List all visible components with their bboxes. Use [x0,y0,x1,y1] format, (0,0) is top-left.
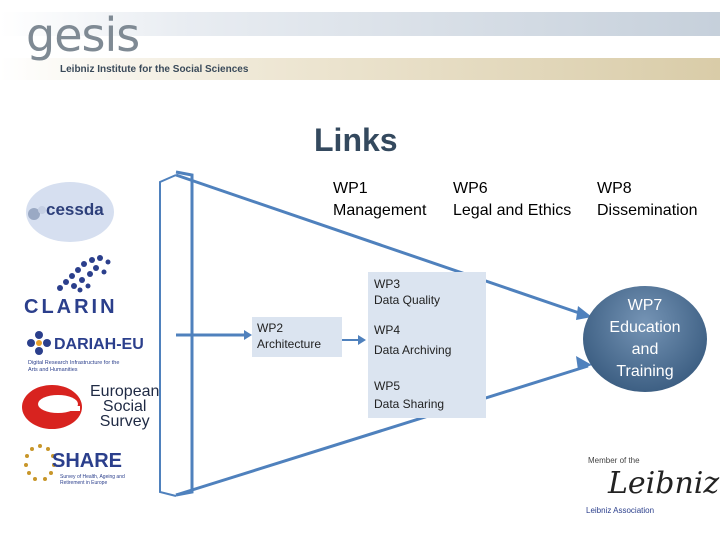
wp7-line1: Education [609,319,681,336]
arrowhead-wp2 [244,330,252,340]
wp7-line3: Training [616,363,674,380]
wp7-code: WP7 [627,297,663,314]
leibniz-signature: Leibniz [608,466,720,501]
share-logo: SHARE Survey of Health, Ageing and Retir… [20,440,140,496]
ess-line2: Social [102,398,147,415]
outer-bracket [159,174,177,497]
cessda-mark-icon [26,182,114,242]
wp5-block: WP5 Data Sharing [374,378,444,412]
wp6-name: Legal and Ethics [453,202,572,219]
arrowhead-wp4 [358,335,366,345]
header-band-top [0,12,720,36]
ess-line3: Survey [99,413,150,430]
dariah-subtitle: Digital Research Infrastructure for the … [28,360,120,373]
wp4-name: Data Archiving [374,343,452,357]
ess-logo: European Social Survey [20,382,168,432]
share-subtitle: Survey of Health, Ageing and Retirement … [60,474,125,486]
wp4-code: WP4 [374,323,401,337]
wp7-ellipse: WP7 Education and Training [583,286,707,392]
leibniz-member: Member of the [588,456,640,465]
leibniz-association: Leibniz Association [586,506,655,515]
wp8-name: Dissemination [597,202,698,219]
clarin-dots-icon [57,255,111,293]
wp2-box: WP2 Architecture [252,317,342,357]
dariah-text: DARIAH-EU [54,336,144,353]
wp5-name: Data Sharing [374,397,445,411]
wp6-code: WP6 [453,180,488,197]
wp7-line2: and [631,341,659,358]
wp1-name: Management [333,202,427,219]
gesis-subtitle: Leibniz Institute for the Social Science… [60,64,249,75]
ess-text: European Social Survey [90,383,160,430]
funnel-line-bottom [175,364,589,497]
page-title: Links [314,122,398,158]
ess-line1: European [90,383,160,400]
wp8-code: WP8 [597,180,632,197]
wp2-code: WP2 [257,321,284,335]
cessda-text: cessda [46,200,104,219]
wp1-label: WP1 Management [333,178,426,222]
wp3-block: WP3 Data Quality [374,276,440,308]
wp3-5-column: WP3 Data Quality WP4 Data Archiving WP5 … [368,272,486,418]
wp4-block: WP4 Data Archiving [374,322,451,358]
wp5-code: WP5 [374,379,401,393]
wp8-label: WP8 Dissemination [597,178,697,222]
funnel-line-top [175,173,589,318]
wp6-label: WP6 Legal and Ethics [453,178,571,222]
header-band-bottom [0,58,720,80]
dariah-flower-icon [27,331,51,355]
wp1-code: WP1 [333,180,368,197]
clarin-logo: CLARIN [20,252,154,318]
arrowhead-bottom [576,356,592,370]
dariah-logo: DARIAH-EU Digital Research Infrastructur… [26,330,160,380]
wp2-name: Architecture [257,337,322,351]
cessda-logo: cessda [20,174,128,250]
header-banner: gesis Leibniz Institute for the Social S… [0,0,720,82]
ess-swirl-icon [22,385,82,429]
share-text: SHARE [52,450,123,472]
wp3-code: WP3 [374,277,401,291]
leibniz-logo: Member of the Leibniz Leibniz Associatio… [582,456,719,530]
share-stars-icon [24,444,56,481]
wp3-name: Data Quality [374,293,441,307]
clarin-text: CLARIN [24,296,118,318]
gesis-logo: gesis [26,8,140,62]
